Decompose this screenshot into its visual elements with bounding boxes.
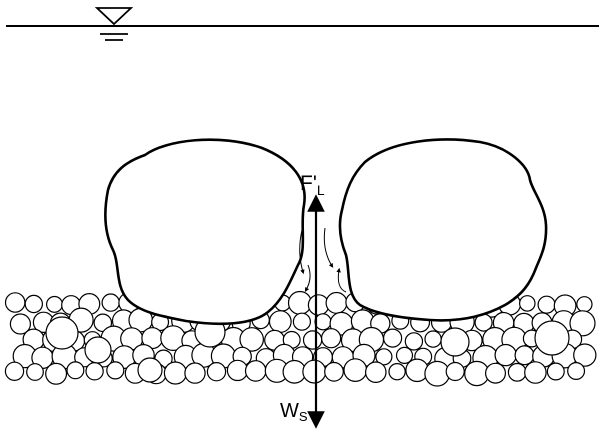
bed-grain [425, 331, 441, 347]
bed-grain [495, 345, 516, 366]
bed-grain [289, 292, 312, 315]
bed-grain [389, 364, 405, 380]
bed-grain [107, 362, 124, 379]
weight-subscript: S [299, 409, 308, 424]
bed-grain [270, 311, 292, 333]
bed-grain [384, 329, 402, 347]
bed-grain [25, 295, 42, 312]
bed-grain [325, 363, 344, 382]
bed-grain [322, 329, 341, 348]
water-level-symbol [97, 8, 131, 40]
bed-grain [446, 363, 464, 381]
bed-grain [577, 297, 592, 312]
right-boulder [340, 139, 546, 320]
left-boulder [105, 140, 304, 324]
bed-grain [102, 294, 119, 311]
bed-grain [303, 360, 326, 383]
bed-grain [164, 362, 186, 384]
weight-symbol: W [280, 400, 299, 422]
bed-grain [47, 297, 63, 313]
lift-force-label: F'L [300, 172, 325, 198]
bed-grain [525, 362, 546, 383]
bed-grain [425, 361, 450, 386]
bed-grain [515, 346, 534, 365]
bed-grain [520, 296, 535, 311]
bed-grain [5, 362, 23, 380]
bed-grain-large [535, 321, 569, 355]
bed-grain [366, 362, 386, 382]
bed-grain-large [441, 328, 469, 356]
bed-grain [405, 333, 422, 350]
lift-force-subscript: L [317, 182, 325, 198]
bed-grain [46, 363, 67, 384]
bed-grain [246, 361, 266, 381]
bed-grain [315, 314, 331, 330]
bed-grain [326, 293, 347, 314]
bed-grain-large [46, 317, 78, 349]
bed-grain [304, 331, 322, 349]
bed-grain [508, 364, 526, 382]
bed-grain-large [138, 358, 162, 382]
bed-grain [486, 363, 506, 383]
flow-arrows [300, 228, 346, 292]
weight-label: WS [280, 400, 308, 424]
bed-grain [67, 362, 84, 379]
bed-grain [344, 359, 367, 382]
grain-bed [5, 291, 596, 386]
lift-force-symbol: F' [300, 172, 317, 195]
bed-grain [568, 363, 585, 380]
bed-grain [6, 293, 25, 312]
bed-grain [185, 363, 205, 383]
bed-grain [227, 360, 247, 380]
bed-grain [547, 363, 564, 380]
bed-grain [27, 364, 44, 381]
bed-grain [293, 313, 310, 330]
bed-grain [207, 363, 225, 381]
bed-grain-large [85, 337, 111, 363]
bed-grain [86, 363, 103, 380]
bed-grain [538, 296, 555, 313]
